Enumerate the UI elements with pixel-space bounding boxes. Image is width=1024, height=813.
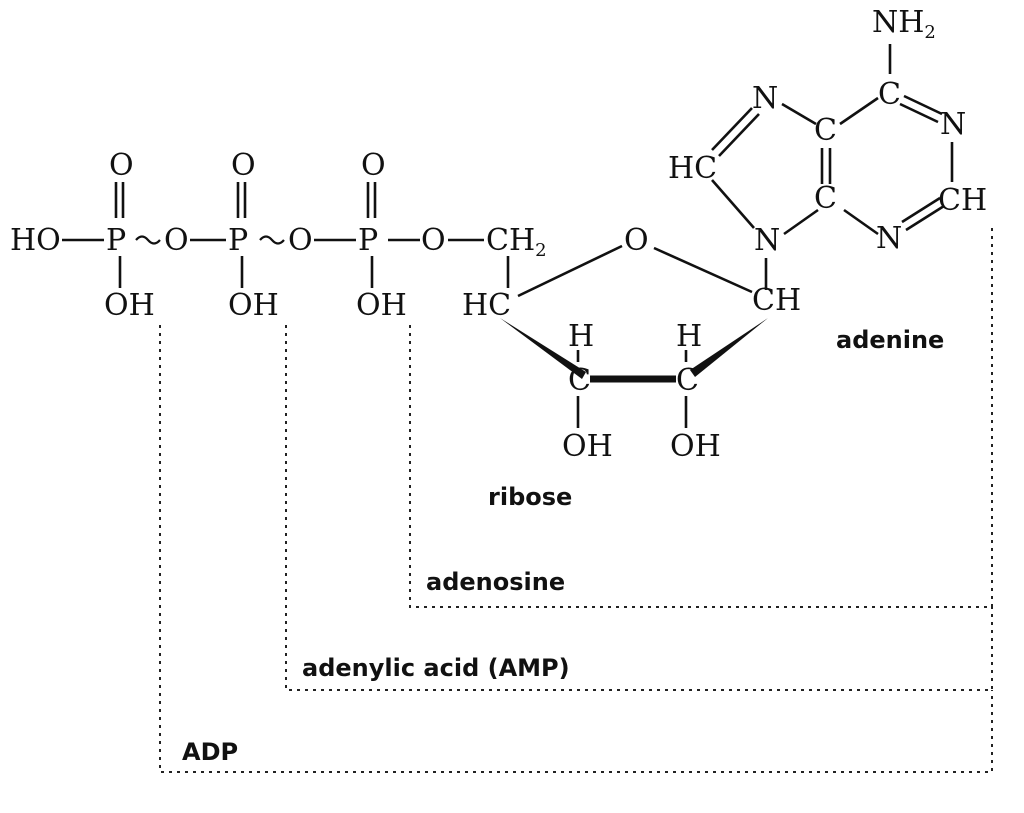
bracket-amp xyxy=(285,325,993,691)
bond-c5-c6 xyxy=(839,96,879,126)
atom-nh2: NH2 xyxy=(872,5,936,43)
bond-wedge-c1-c2 xyxy=(690,318,768,377)
bond-anhydride-2 xyxy=(259,235,285,245)
atom-c8-hc: HC xyxy=(668,151,717,186)
atom-h-c3: H xyxy=(568,319,594,354)
atom-o-top-p2: O xyxy=(231,148,256,183)
atom-p2: P xyxy=(228,223,248,258)
label-adp: ADP xyxy=(182,738,238,766)
atom-c1-ch: CH xyxy=(752,283,801,318)
atom-h-c2: H xyxy=(676,319,702,354)
atom-oh-p2: OH xyxy=(228,288,279,323)
bond-c8-n9 xyxy=(711,179,755,229)
label-adenine: adenine xyxy=(836,326,944,354)
bracket-adp xyxy=(159,325,993,773)
atom-c5: C xyxy=(814,113,837,148)
bond-c4-ring-o xyxy=(517,244,623,298)
bond-n7-c5 xyxy=(781,102,817,126)
label-adenosine: adenosine xyxy=(426,568,565,596)
label-amp: adenylic acid (AMP) xyxy=(302,654,570,682)
bond-anhydride-1 xyxy=(135,235,161,245)
atom-oh-c2: OH xyxy=(670,429,721,464)
bond-c4-n9 xyxy=(783,208,819,236)
bond-c6-n1-a xyxy=(903,94,943,116)
atom-ring-o: O xyxy=(624,223,649,258)
atom-c3: C xyxy=(568,363,591,398)
atom-n3: N xyxy=(876,221,902,256)
atom-oh-p3: OH xyxy=(356,288,407,323)
atom-ch2: CH2 xyxy=(486,223,547,261)
atom-p1: P xyxy=(106,223,126,258)
atom-o-bridge-1: O xyxy=(164,223,189,258)
atom-c2: C xyxy=(676,363,699,398)
atom-p3: P xyxy=(358,223,378,258)
atom-o-ester: O xyxy=(421,223,446,258)
atom-c4-hc: HC xyxy=(462,288,511,323)
bond-n3-c4 xyxy=(843,208,879,236)
bond-ring-o-c1 xyxy=(653,246,753,294)
bond-c2-n3-a xyxy=(901,196,941,224)
bracket-adenosine xyxy=(409,228,993,608)
bond-c8-n7-b xyxy=(718,113,760,157)
atom-ho: HO xyxy=(10,223,61,258)
label-ribose: ribose xyxy=(488,483,572,511)
bond-c6-n1-b xyxy=(899,102,939,124)
atom-c4: C xyxy=(814,181,837,216)
atom-o-top-p1: O xyxy=(109,148,134,183)
bond-wedge-c4-c3 xyxy=(500,318,586,379)
atom-o-top-p3: O xyxy=(361,148,386,183)
atom-c6: C xyxy=(878,77,901,112)
atom-n7: N xyxy=(752,81,778,116)
atom-oh-p1: OH xyxy=(104,288,155,323)
bond-c8-n7-a xyxy=(711,107,753,151)
atom-oh-c3: OH xyxy=(562,429,613,464)
atom-o-bridge-2: O xyxy=(288,223,313,258)
atom-c2-ch: CH xyxy=(938,183,987,218)
atom-n9: N xyxy=(754,223,780,258)
bond-c2-n3-b xyxy=(905,204,945,232)
atom-n1: N xyxy=(940,107,966,142)
